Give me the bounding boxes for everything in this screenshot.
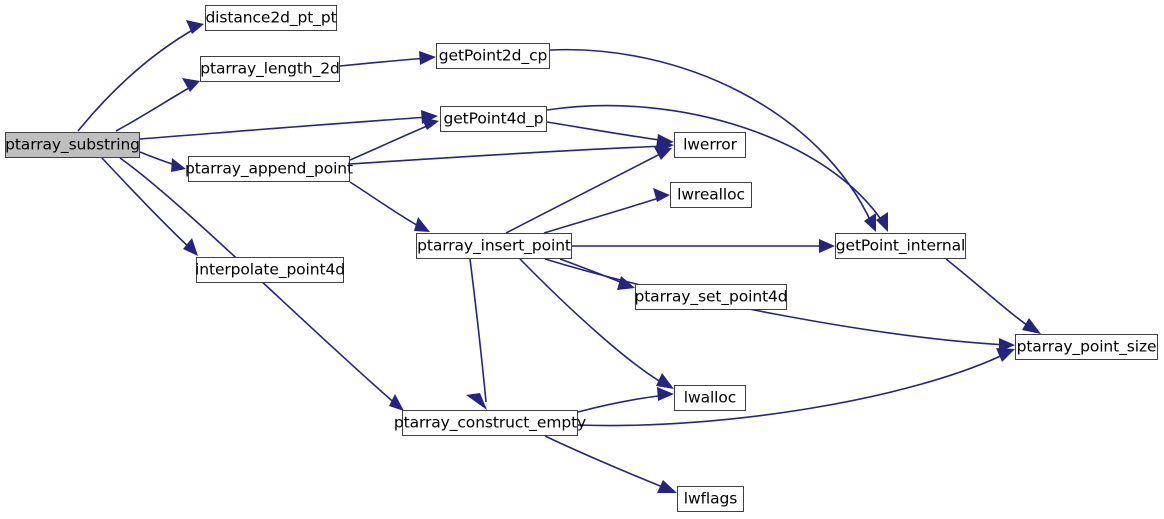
arrowhead-ptarray_insert_point-to-lwalloc <box>656 373 674 389</box>
node-label-lwalloc: lwalloc <box>683 388 737 407</box>
arrowhead-ptarray_insert_point-to-ptarray_construct_empty <box>466 393 487 410</box>
arrowhead-ptarray_construct_empty-to-lwflags <box>657 480 677 493</box>
edge-ptarray_append_point-to-ptarray_insert_point <box>349 181 423 229</box>
node-lwalloc[interactable]: lwalloc <box>674 385 746 411</box>
arrowhead-ptarray_append_point-to-ptarray_insert_point <box>414 217 430 232</box>
node-label-lwerror: lwerror <box>683 135 737 154</box>
node-ptarray_substring[interactable]: ptarray_substring <box>5 132 140 158</box>
edge-ptarray_insert_point-to-ptarray_construct_empty <box>469 258 487 403</box>
edge-ptarray_insert_point-to-lwalloc <box>519 258 667 386</box>
edge-getPoint_internal-to-ptarray_point_size <box>945 258 1035 331</box>
node-label-ptarray_point_size: ptarray_point_size <box>1016 337 1157 356</box>
arrowhead-ptarray_insert_point-to-lwerror <box>654 147 672 160</box>
node-ptarray_set_point4d[interactable]: ptarray_set_point4d <box>634 284 788 310</box>
edge-ptarray_construct_empty-to-lwflags <box>544 435 671 491</box>
node-label-ptarray_insert_point: ptarray_insert_point <box>417 236 571 255</box>
node-ptarray_append_point[interactable]: ptarray_append_point <box>185 156 353 182</box>
node-interpolate_point4d[interactable]: interpolate_point4d <box>195 257 345 283</box>
node-lwrealloc[interactable]: lwrealloc <box>670 182 752 208</box>
node-lwflags[interactable]: lwflags <box>677 486 744 512</box>
arrowhead-ptarray_substring-to-ptarray_append_point <box>171 158 186 172</box>
arrowhead-ptarray_insert_point-to-lwrealloc <box>653 188 670 202</box>
node-label-interpolate_point4d: interpolate_point4d <box>195 260 345 279</box>
edge-ptarray_insert_point-to-ptarray_point_size <box>544 258 1008 346</box>
edge-getPoint4d_p-to-getPoint_internal <box>546 104 885 225</box>
edge-ptarray_construct_empty-to-ptarray_point_size <box>577 352 1008 427</box>
arrowhead-getPoint_internal-to-ptarray_point_size <box>1022 318 1041 334</box>
node-label-distance2d_pt_pt: distance2d_pt_pt <box>205 8 337 27</box>
arrowhead-ptarray_substring-to-distance2d_pt_pt <box>186 20 204 34</box>
node-distance2d_pt_pt[interactable]: distance2d_pt_pt <box>205 5 337 31</box>
edge-ptarray_substring-to-interpolate_point4d <box>101 157 193 251</box>
edge-getPoint4d_p-to-lwerror <box>546 121 667 142</box>
node-label-getPoint2d_cp: getPoint2d_cp <box>438 46 548 65</box>
edge-ptarray_append_point-to-getPoint4d_p <box>349 123 433 161</box>
node-label-ptarray_substring: ptarray_substring <box>5 135 140 154</box>
arrowhead-ptarray_construct_empty-to-lwalloc <box>657 387 674 401</box>
node-lwerror[interactable]: lwerror <box>674 132 746 158</box>
node-label-getPoint4d_p: getPoint4d_p <box>443 109 544 128</box>
node-label-getPoint_internal: getPoint_internal <box>835 236 966 255</box>
edge-ptarray_insert_point-to-lwrealloc <box>543 196 663 234</box>
node-label-ptarray_append_point: ptarray_append_point <box>185 159 353 178</box>
edge-ptarray_construct_empty-to-lwalloc <box>577 394 667 413</box>
node-label-ptarray_set_point4d: ptarray_set_point4d <box>634 287 788 306</box>
node-getPoint4d_p[interactable]: getPoint4d_p <box>440 106 547 132</box>
node-getPoint_internal[interactable]: getPoint_internal <box>835 233 966 259</box>
edge-ptarray_substring-to-getPoint4d_p <box>139 116 431 140</box>
arrowhead-ptarray_construct_empty-to-ptarray_point_size <box>996 348 1015 362</box>
node-getPoint2d_cp[interactable]: getPoint2d_cp <box>436 43 550 69</box>
node-ptarray_length_2d[interactable]: ptarray_length_2d <box>200 56 340 82</box>
arrowhead-ptarray_substring-to-ptarray_length_2d <box>182 78 200 92</box>
node-label-ptarray_construct_empty: ptarray_construct_empty <box>393 413 587 432</box>
arrowhead-ptarray_insert_point-to-getPoint_internal <box>819 239 835 253</box>
node-ptarray_point_size[interactable]: ptarray_point_size <box>1015 334 1158 360</box>
arrowhead-getPoint4d_p-to-getPoint_internal <box>876 212 888 232</box>
arrowhead-ptarray_substring-to-interpolate_point4d <box>183 238 198 256</box>
node-label-lwrealloc: lwrealloc <box>677 185 745 204</box>
node-ptarray_insert_point[interactable]: ptarray_insert_point <box>416 233 572 259</box>
edge-ptarray_length_2d-to-getPoint2d_cp <box>339 57 429 67</box>
arrowhead-ptarray_append_point-to-getPoint4d_p <box>421 117 439 130</box>
edge-ptarray_insert_point-to-lwerror <box>505 151 665 234</box>
node-label-ptarray_length_2d: ptarray_length_2d <box>200 59 340 78</box>
node-ptarray_construct_empty[interactable]: ptarray_construct_empty <box>394 410 586 436</box>
node-label-lwflags: lwflags <box>683 489 738 508</box>
arrowhead-getPoint2d_cp-to-getPoint_internal <box>864 213 876 232</box>
arrowhead-ptarray_length_2d-to-getPoint2d_cp <box>419 51 436 65</box>
edge-ptarray_substring-to-distance2d_pt_pt <box>77 27 197 132</box>
arrowhead-ptarray_substring-to-ptarray_construct_empty <box>389 394 404 411</box>
edge-ptarray_substring-to-ptarray_length_2d <box>115 84 195 132</box>
edge-ptarray_append_point-to-lwerror <box>349 145 667 165</box>
edge-ptarray_insert_point-to-ptarray_set_point4d <box>559 258 629 286</box>
edge-getPoint2d_cp-to-getPoint_internal <box>549 48 873 225</box>
